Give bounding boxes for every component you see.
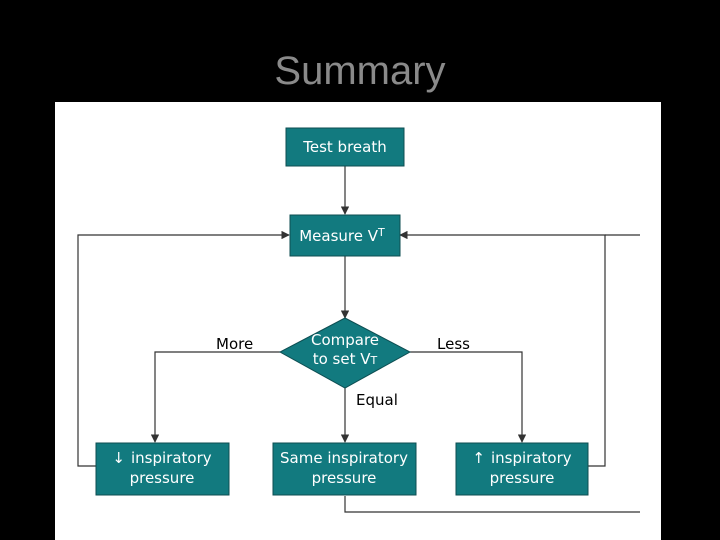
node-measure-label: Measure VT bbox=[299, 226, 385, 245]
edge-same-loop bbox=[344, 496, 640, 513]
node-test-breath-box bbox=[285, 127, 405, 167]
node-compare-line1: Compare bbox=[311, 331, 379, 349]
node-increase-line2: pressure bbox=[490, 469, 555, 487]
edge-label-less: Less bbox=[437, 335, 470, 353]
node-test-breath: Test breath bbox=[285, 127, 405, 167]
node-decrease-line2: pressure bbox=[130, 469, 195, 487]
node-same-line2: pressure bbox=[312, 469, 377, 487]
node-increase-text: inspiratory bbox=[491, 449, 572, 467]
node-measure: Measure VT bbox=[289, 214, 401, 257]
node-measure-text: Measure V bbox=[299, 227, 379, 245]
edge-label-more: More bbox=[216, 335, 253, 353]
node-compare: Compare to set VT bbox=[278, 317, 412, 389]
node-measure-subscript: T bbox=[377, 226, 385, 239]
node-compare-diamond bbox=[278, 317, 412, 389]
edge-label-equal: Equal bbox=[356, 391, 398, 409]
node-decrease-text: inspiratory bbox=[131, 449, 212, 467]
edge-decrease-loop bbox=[77, 230, 290, 467]
slide-title: Summary bbox=[274, 49, 446, 93]
edge-compare-to-increase bbox=[410, 351, 527, 443]
node-decrease-pressure-box bbox=[95, 442, 230, 496]
node-compare-text: to set V bbox=[313, 350, 372, 368]
down-arrow-icon: ↓ bbox=[112, 449, 125, 467]
node-decrease-pressure: ↓ inspiratory pressure bbox=[95, 442, 230, 496]
node-increase-pressure-box bbox=[455, 442, 589, 496]
up-arrow-icon: ↑ bbox=[472, 449, 485, 467]
node-compare-subscript: T bbox=[370, 354, 378, 367]
node-decrease-line1: ↓ inspiratory bbox=[112, 449, 211, 467]
node-compare-line2: to set VT bbox=[313, 350, 378, 368]
node-increase-pressure: ↑ inspiratory pressure bbox=[455, 442, 589, 496]
node-same-pressure: Same inspiratory pressure bbox=[272, 442, 417, 496]
edge-increase-loop bbox=[399, 230, 606, 467]
node-same-line1: Same inspiratory bbox=[280, 449, 408, 467]
node-same-pressure-box bbox=[272, 442, 417, 496]
node-increase-line1: ↑ inspiratory bbox=[472, 449, 571, 467]
node-test-breath-label: Test breath bbox=[302, 138, 386, 156]
node-measure-box bbox=[289, 214, 401, 257]
edge-compare-to-decrease bbox=[150, 351, 280, 443]
